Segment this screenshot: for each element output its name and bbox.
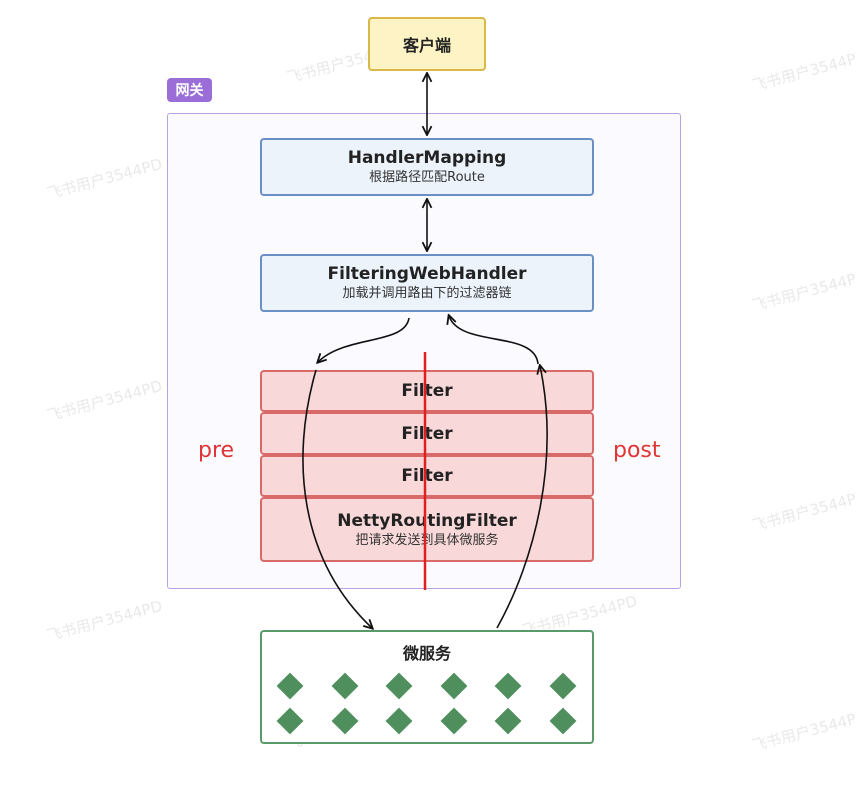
netty-routing-filter-title: NettyRoutingFilter	[337, 510, 517, 531]
pre-flow-arrow	[318, 317, 410, 362]
microservice-title: 微服务	[402, 644, 451, 663]
post-flow-arrow	[449, 316, 539, 365]
service-instance-icon	[549, 672, 577, 700]
client-node: 客户端	[368, 17, 486, 71]
service-instance-icon	[440, 672, 468, 700]
filter-title: Filter	[401, 381, 453, 401]
gateway-tag: 网关	[167, 78, 212, 102]
gateway-label: 网关	[175, 83, 204, 99]
service-instance-icon	[549, 707, 577, 735]
request-flow-arrow	[302, 369, 372, 628]
microservice-node: 微服务	[260, 630, 594, 744]
service-instance-icon	[494, 672, 522, 700]
post-label: post	[613, 438, 661, 463]
client-label: 客户端	[402, 36, 451, 55]
service-instance-icon	[331, 672, 359, 700]
service-instance-icon	[276, 707, 304, 735]
filter-node: Filter	[260, 455, 594, 497]
response-flow-arrow	[496, 366, 548, 629]
service-instance-icon	[385, 672, 413, 700]
filter-title: Filter	[401, 423, 453, 444]
pre-label: pre	[198, 438, 235, 463]
service-instance-icon	[331, 707, 359, 735]
service-instance-icon	[494, 707, 522, 735]
filtering-web-handler-title: FilteringWebHandler	[327, 264, 527, 284]
service-instance-icon	[276, 672, 304, 700]
filter-title: Filter	[401, 466, 453, 486]
netty-routing-filter-subtitle: 把请求发送到具体微服务	[355, 532, 499, 548]
filter-node: Filter	[260, 412, 594, 455]
handler-mapping-title: HandlerMapping	[347, 148, 507, 168]
netty-routing-filter-node: NettyRoutingFilter 把请求发送到具体微服务	[260, 497, 594, 562]
filter-node: Filter	[260, 370, 594, 412]
handler-mapping-node: HandlerMapping 根据路径匹配Route	[260, 138, 594, 196]
filtering-web-handler-node: FilteringWebHandler 加载并调用路由下的过滤器链	[260, 254, 594, 312]
handler-mapping-subtitle: 根据路径匹配Route	[369, 170, 485, 185]
service-instance-icon	[385, 707, 413, 735]
service-instance-icon	[440, 707, 468, 735]
filtering-web-handler-subtitle: 加载并调用路由下的过滤器链	[342, 286, 512, 301]
